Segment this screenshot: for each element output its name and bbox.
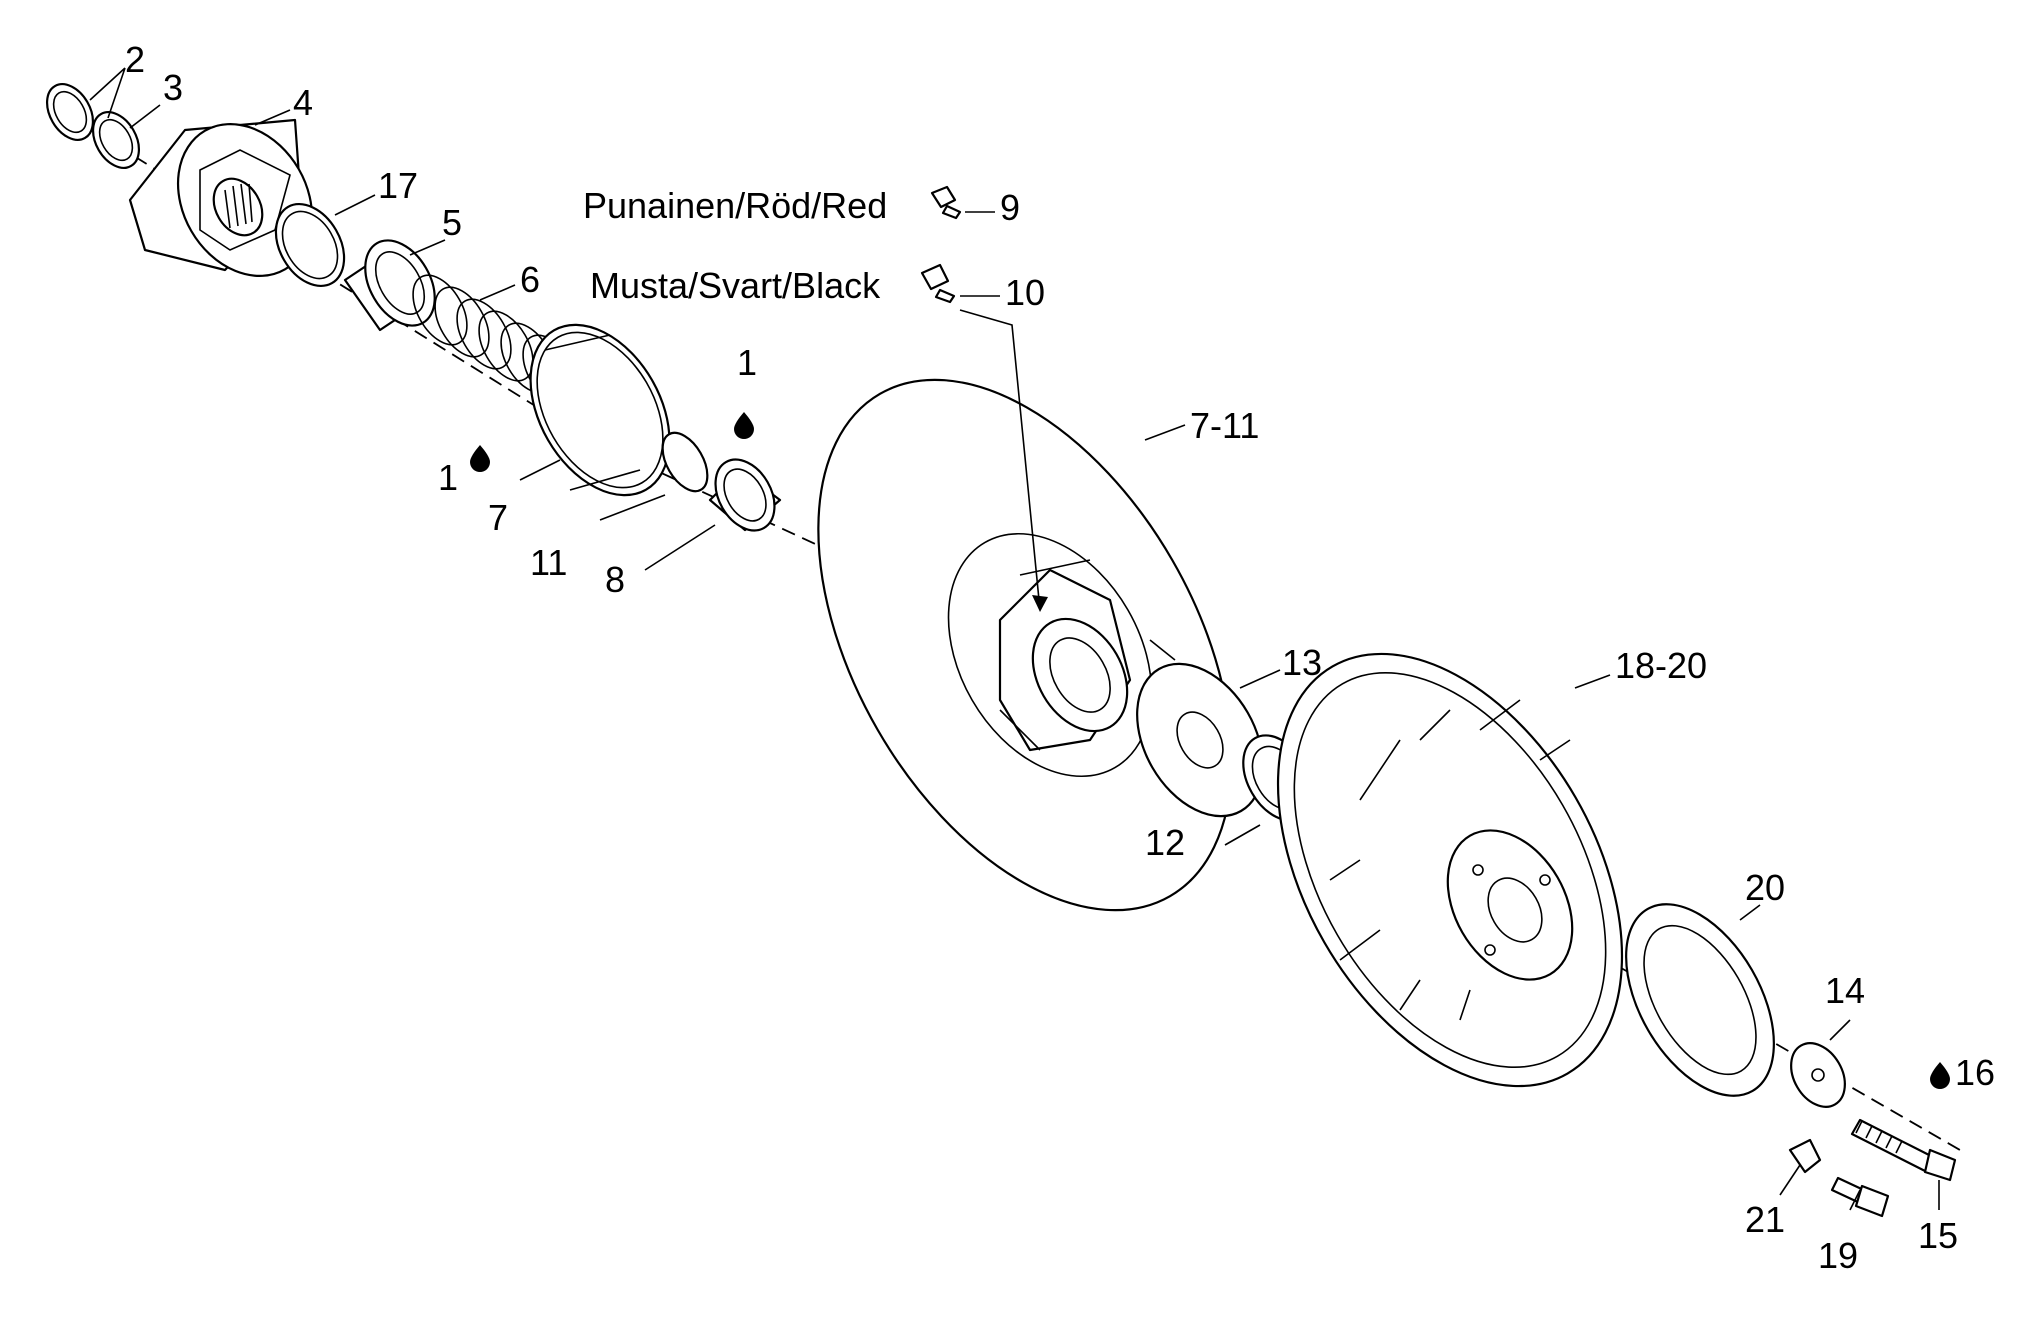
- callout-11: 11: [530, 542, 567, 583]
- part-14-washer: [1790, 1042, 1846, 1108]
- callout-19: 19: [1818, 1235, 1858, 1276]
- callout-18-20: 18-20: [1615, 645, 1707, 686]
- callout-5: 5: [442, 202, 462, 243]
- lubricant-drop-icon: [1930, 1062, 1950, 1089]
- part-11-snap-ring: [661, 431, 709, 493]
- weight-cap-black-icon: [920, 263, 956, 304]
- callout-15: 15: [1918, 1215, 1958, 1256]
- callout-7: 7: [488, 497, 508, 538]
- lubricant-drop-icon: [470, 445, 490, 472]
- color-label-black: Musta/Svart/Black: [590, 265, 881, 306]
- callout-8: 8: [605, 559, 625, 600]
- callout-9: 9: [1000, 187, 1020, 228]
- part-13-washer: [1136, 662, 1264, 818]
- part-5-bushing: [343, 239, 436, 332]
- part-19-bolt: [1830, 1176, 1890, 1218]
- part-7-cover-cup: [529, 323, 671, 497]
- callout-17: 17: [378, 165, 418, 206]
- callout-21: 21: [1745, 1199, 1785, 1240]
- part-15-bolt: [1850, 1118, 1957, 1182]
- callout-2: 2: [125, 39, 145, 80]
- part-7-11-movable-sheave: [817, 378, 1233, 912]
- callout-6: 6: [520, 259, 540, 300]
- callout-3: 3: [163, 67, 183, 108]
- callout-13: 13: [1282, 642, 1322, 683]
- part-18-20-fixed-sheave: [1276, 652, 1624, 1088]
- callout-leader-lines: [89, 67, 1940, 1211]
- callout-14: 14: [1825, 970, 1865, 1011]
- part-21-clip: [1788, 1138, 1822, 1174]
- part-20-plate: [1625, 903, 1775, 1097]
- callout-20: 20: [1745, 867, 1785, 908]
- callout-4: 4: [293, 82, 313, 123]
- lubricant-drop-icon: [734, 412, 754, 439]
- callout-7-11: 7-11: [1190, 405, 1259, 446]
- weight-cap-red-icon: [930, 185, 962, 220]
- callout-12: 12: [1145, 822, 1185, 863]
- callout-10: 10: [1005, 272, 1045, 313]
- part-8-bushing: [708, 458, 782, 532]
- arrow-head: [1032, 595, 1048, 612]
- callout-16: 16: [1955, 1052, 1995, 1093]
- color-label-red: Punainen/Röd/Red: [583, 185, 887, 226]
- part-3-ring: [91, 111, 141, 169]
- part-2-clip-ring: [45, 83, 95, 141]
- callout-1-lower: 1: [438, 457, 458, 498]
- part-4-cam: [128, 118, 314, 278]
- callout-1-upper: 1: [737, 342, 757, 383]
- part-17-shim: [274, 202, 346, 288]
